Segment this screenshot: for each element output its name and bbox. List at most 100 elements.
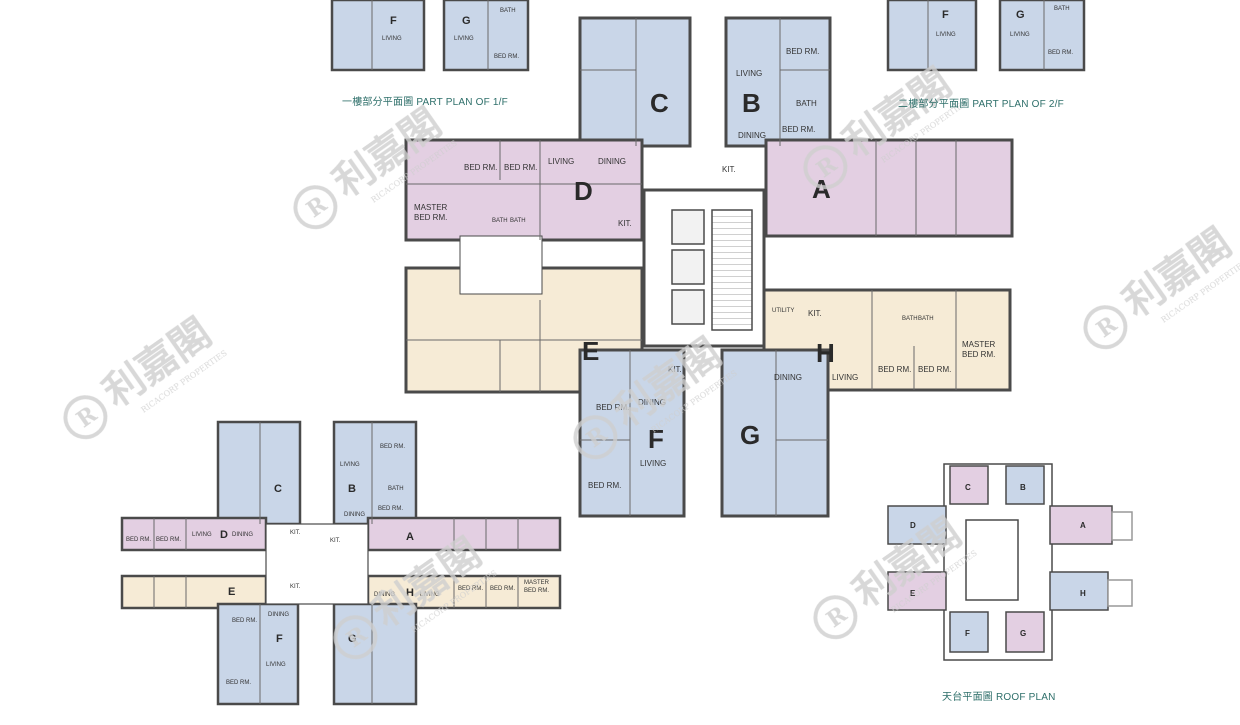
unit-g-letter-1f: G — [462, 15, 471, 27]
room-label: BATH — [510, 218, 526, 224]
room-label: LIVING — [420, 592, 440, 598]
room-label: DINING — [598, 157, 626, 166]
watermark-logo-icon — [813, 595, 858, 640]
room-label: KIT. — [290, 530, 301, 536]
room-label: BED RM. — [378, 506, 403, 512]
room-label: MASTER — [962, 340, 996, 349]
room-label: KIT. — [618, 219, 632, 228]
room-label: BATH — [500, 8, 516, 14]
room-label: MASTER — [524, 580, 550, 586]
stair-core — [711, 209, 753, 331]
room-label: BED RM. — [786, 47, 819, 56]
room-label: KIT. — [290, 584, 301, 590]
unit-d-letter: D — [574, 176, 593, 206]
room-label: BED RM. — [232, 618, 257, 624]
room-label: DINING — [638, 398, 666, 407]
part-plan-1f-walls — [371, 0, 489, 70]
svg-text:R: R — [822, 601, 852, 633]
room-label: BED RM. — [226, 680, 251, 686]
watermark-logo-icon — [333, 615, 378, 660]
room-label: BED RM. — [918, 365, 951, 374]
unit-b-letter: B — [742, 88, 761, 118]
room-label: DINING — [738, 131, 766, 140]
room-label: LIVING — [454, 36, 474, 42]
lift-1 — [671, 209, 705, 245]
room-label: BED RM. — [524, 588, 549, 594]
unit-f-letter-small: F — [276, 633, 283, 645]
part-plan-1f-caption: 一樓部分平面圖 PART PLAN OF 1/F — [342, 97, 508, 108]
unit-e-letter-small: E — [228, 586, 235, 598]
room-label: LIVING — [382, 36, 402, 42]
lift-2 — [671, 249, 705, 285]
room-label: BED RM. — [414, 213, 447, 222]
svg-text:R: R — [302, 191, 332, 223]
room-label: LIVING — [340, 462, 360, 468]
unit-e-letter: E — [582, 336, 599, 366]
room-label: DINING — [268, 612, 289, 618]
room-label: LIVING — [640, 459, 666, 468]
room-label: BED RM. — [490, 586, 515, 592]
courtyard — [459, 235, 543, 295]
unit-f-letter-1f: F — [390, 15, 397, 27]
unit-g-letter-roof: G — [1020, 629, 1026, 638]
unit-b-letter-small: B — [348, 483, 356, 495]
unit-c-area — [578, 16, 692, 148]
room-label: BED RM. — [156, 537, 181, 543]
room-label: BED RM. — [596, 403, 629, 412]
room-label: LIVING — [192, 532, 212, 538]
room-label: LIVING — [548, 157, 574, 166]
part-plan-1f — [330, 0, 530, 72]
room-label: DINING — [374, 592, 395, 598]
room-label: BED RM. — [464, 163, 497, 172]
unit-g-letter-small: G — [348, 633, 357, 645]
watermark-logo-icon — [573, 415, 618, 460]
room-label: KIT. — [808, 309, 822, 318]
unit-h-letter-roof: H — [1080, 589, 1086, 598]
room-label: KIT. — [330, 538, 341, 544]
room-label: BATH — [902, 316, 918, 322]
unit-a-letter-roof: A — [1080, 521, 1086, 530]
unit-d-area — [404, 138, 644, 242]
room-label: BATH — [918, 316, 934, 322]
watermark-logo-icon — [63, 395, 108, 440]
unit-c-letter: C — [650, 88, 669, 118]
room-label: KIT. — [722, 165, 736, 174]
unit-e-letter-roof: E — [910, 589, 916, 598]
unit-d-letter-roof: D — [910, 521, 916, 530]
room-label: BED RM. — [1048, 50, 1073, 56]
room-label: BATH — [492, 218, 508, 224]
room-label: LIVING — [832, 373, 858, 382]
room-label: DINING — [232, 532, 253, 538]
room-label: BED RM. — [782, 125, 815, 134]
room-label: BED RM. — [588, 481, 621, 490]
part-plan-2f — [886, 0, 1086, 72]
unit-g-letter-2f: G — [1016, 9, 1025, 21]
part-plan-2f-caption: 二樓部分平面圖 PART PLAN OF 2/F — [898, 99, 1064, 110]
room-label: BED RM. — [126, 537, 151, 543]
roof-plan — [887, 463, 1133, 661]
room-label: BED RM. — [380, 444, 405, 450]
room-label: BED RM. — [458, 586, 483, 592]
room-label: BATH — [388, 486, 404, 492]
svg-text:R: R — [1092, 311, 1122, 343]
room-label: UTILITY — [772, 308, 794, 314]
watermark-logo-icon — [803, 145, 848, 190]
unit-f-letter-2f: F — [942, 9, 949, 21]
main-floor-plan — [404, 16, 1014, 518]
watermark-logo-icon — [1083, 305, 1128, 350]
room-label: BED RM. — [962, 350, 995, 359]
unit-g-letter: G — [740, 420, 760, 450]
room-label: BED RM. — [878, 365, 911, 374]
svg-text:R: R — [72, 401, 102, 433]
watermark: R 利嘉閣 RICACORP PROPERTIES — [63, 309, 229, 440]
unit-b-letter-roof: B — [1020, 483, 1026, 492]
part-plan-2f-walls — [927, 0, 1045, 70]
watermark-logo-icon — [293, 185, 338, 230]
small-floor-plan — [120, 420, 562, 706]
room-label: LIVING — [266, 662, 286, 668]
unit-a-letter-small: A — [406, 531, 414, 543]
room-label: BED RM. — [494, 54, 519, 60]
unit-f-area — [578, 348, 686, 518]
